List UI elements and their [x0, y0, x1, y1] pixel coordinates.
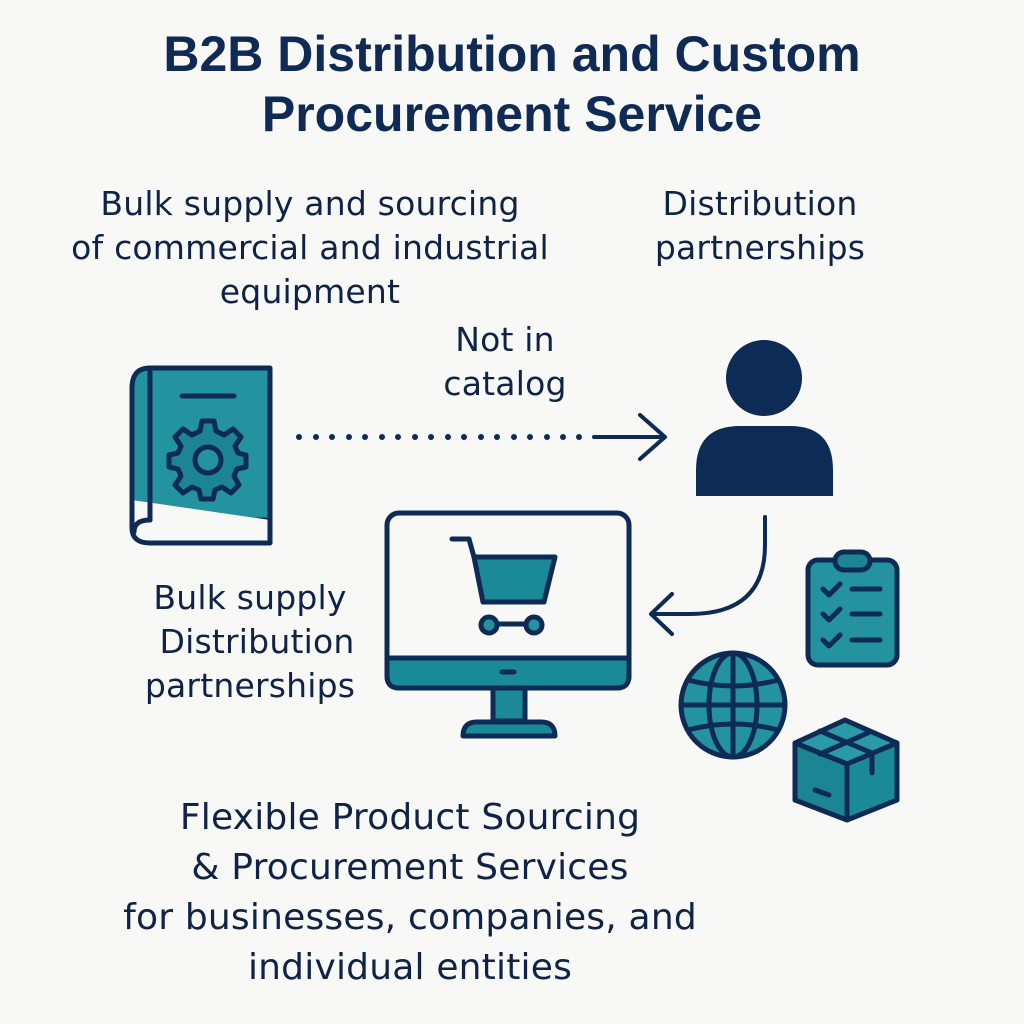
curved-arrow-left-icon [649, 515, 767, 636]
globe-icon [678, 650, 788, 760]
package-box-icon [792, 717, 900, 823]
title-line-2: Procurement Service [261, 86, 763, 142]
text-line: equipment [219, 272, 401, 311]
dotted-arrow-right-icon [296, 413, 667, 461]
text-line: Not in [455, 320, 555, 359]
text-line: for businesses, companies, and [123, 897, 697, 938]
procurement-services-description: Flexible Product Sourcing & Procurement … [90, 793, 730, 993]
bulk-supply-distribution-label: Bulk supply Distribution partnerships [120, 576, 380, 708]
text-line: Bulk supply and sourcing [100, 184, 520, 223]
distribution-partnerships-label: Distribution partnerships [620, 182, 900, 270]
text-line: Bulk supply [153, 578, 347, 617]
title-line-1: B2B Distribution and Custom [163, 26, 861, 82]
monitor-shopping-cart-icon [384, 510, 632, 739]
text-line: Distribution [159, 622, 355, 661]
book-gear-icon [129, 365, 273, 546]
not-in-catalog-label: Not in catalog [405, 318, 605, 406]
user-icon [696, 340, 833, 496]
clipboard-checklist-icon [805, 549, 900, 668]
text-line: Distribution [662, 184, 858, 223]
text-line: & Procurement Services [191, 847, 629, 888]
text-line: of commercial and industrial [71, 228, 549, 267]
text-line: Flexible Product Sourcing [179, 797, 641, 838]
text-line: partnerships [654, 228, 866, 267]
bulk-supply-description: Bulk supply and sourcing of commercial a… [60, 182, 560, 314]
text-line: individual entities [247, 947, 573, 988]
text-line: partnerships [144, 666, 356, 705]
text-line: catalog [443, 364, 567, 403]
page-title: B2B Distribution and Custom Procurement … [0, 24, 1024, 144]
